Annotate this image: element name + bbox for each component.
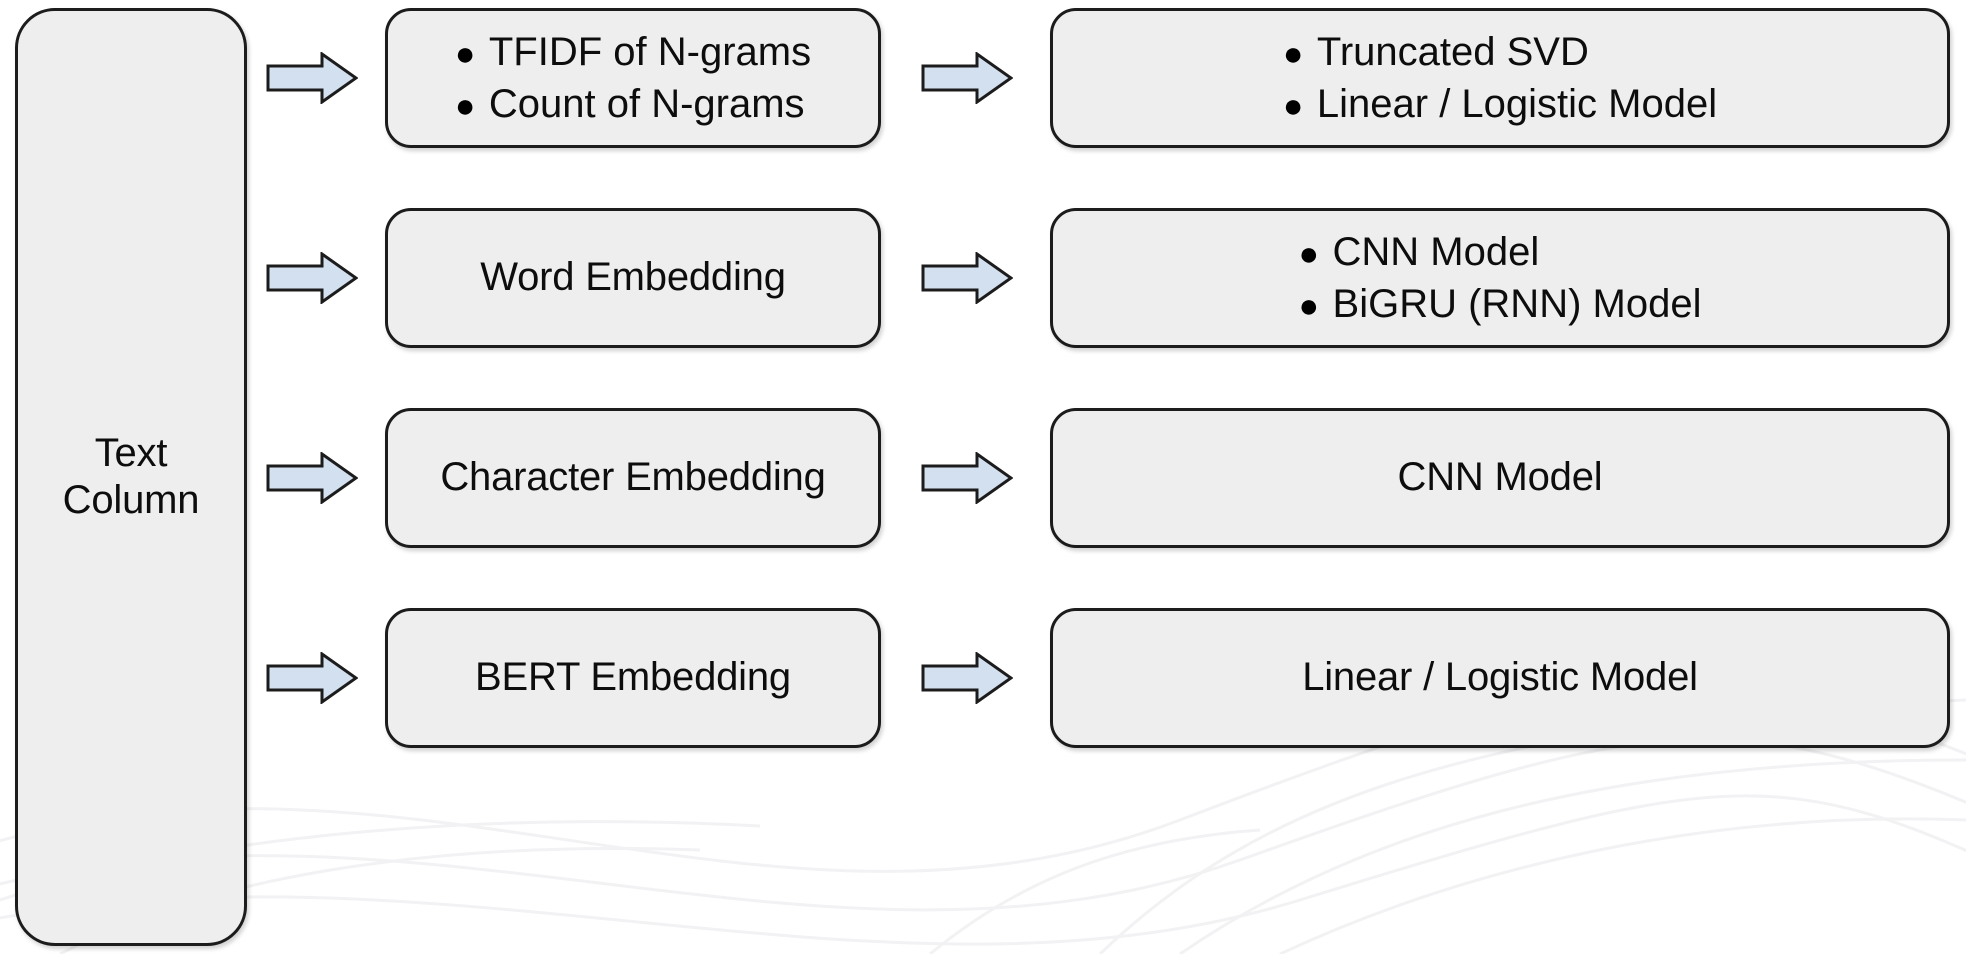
arrow-character-embedding-to-cnn <box>921 452 1013 504</box>
source-node-text-column[interactable]: Text Column <box>15 8 247 946</box>
arrow-source-to-character-embedding <box>266 452 358 504</box>
model-node-cnn-bigru-models[interactable]: ● CNN Model ● BiGRU (RNN) Model <box>1050 208 1950 348</box>
list-item: ● BiGRU (RNN) Model <box>1299 278 1702 330</box>
list-item: ● Linear / Logistic Model <box>1283 78 1717 130</box>
bullet-dot-icon: ● <box>1298 235 1320 273</box>
model-node-cnn-model[interactable]: CNN Model <box>1050 408 1950 548</box>
model-node-linear-logistic-model[interactable]: Linear / Logistic Model <box>1050 608 1950 748</box>
list-item: ● Count of N-grams <box>455 78 811 130</box>
bullet-dot-icon: ● <box>454 87 476 125</box>
model-node-cnn-model-label: CNN Model <box>1397 455 1603 500</box>
bullet-dot-icon: ● <box>1282 87 1304 125</box>
arrow-source-to-word-embedding <box>266 252 358 304</box>
model-node-svd-linear-models-item-0: Truncated SVD <box>1316 30 1589 74</box>
bullet-dot-icon: ● <box>1282 35 1304 73</box>
model-node-cnn-bigru-models-item-0: CNN Model <box>1332 230 1540 274</box>
arrow-source-to-bert-embedding <box>266 652 358 704</box>
arrow-tfidf-to-linear <box>921 52 1013 104</box>
feature-node-word-embedding-label: Word Embedding <box>480 255 786 300</box>
feature-node-ngram-features-item-1: Count of N-grams <box>488 82 805 126</box>
source-node-label-line1: Text <box>94 430 168 475</box>
model-node-svd-linear-models-item-1: Linear / Logistic Model <box>1316 82 1718 126</box>
model-node-svd-linear-models[interactable]: ● Truncated SVD ● Linear / Logistic Model <box>1050 8 1950 148</box>
feature-node-ngram-features[interactable]: ● TFIDF of N-grams ● Count of N-grams <box>385 8 881 148</box>
source-node-label-line2: Column <box>62 478 200 522</box>
feature-node-bert-embedding-label: BERT Embedding <box>475 655 791 700</box>
arrow-word-embedding-to-models <box>921 252 1013 304</box>
feature-node-ngram-features-item-0: TFIDF of N-grams <box>488 30 812 74</box>
model-node-cnn-bigru-models-item-1: BiGRU (RNN) Model <box>1332 282 1702 326</box>
arrow-source-to-tfidf <box>266 52 358 104</box>
bullet-dot-icon: ● <box>1298 287 1320 325</box>
model-node-cnn-bigru-models-list: ● CNN Model ● BiGRU (RNN) Model <box>1299 226 1702 330</box>
arrow-bert-embedding-to-linear <box>921 652 1013 704</box>
list-item: ● Truncated SVD <box>1283 26 1717 78</box>
source-node-label: Text Column <box>63 430 200 524</box>
feature-node-ngram-features-list: ● TFIDF of N-grams ● Count of N-grams <box>455 26 811 130</box>
list-item: ● CNN Model <box>1299 226 1702 278</box>
bullet-dot-icon: ● <box>454 35 476 73</box>
feature-node-word-embedding[interactable]: Word Embedding <box>385 208 881 348</box>
model-node-linear-logistic-model-label: Linear / Logistic Model <box>1302 655 1698 700</box>
feature-node-character-embedding-label: Character Embedding <box>440 455 826 500</box>
model-node-svd-linear-models-list: ● Truncated SVD ● Linear / Logistic Model <box>1283 26 1717 130</box>
feature-node-character-embedding[interactable]: Character Embedding <box>385 408 881 548</box>
feature-node-bert-embedding[interactable]: BERT Embedding <box>385 608 881 748</box>
list-item: ● TFIDF of N-grams <box>455 26 811 78</box>
